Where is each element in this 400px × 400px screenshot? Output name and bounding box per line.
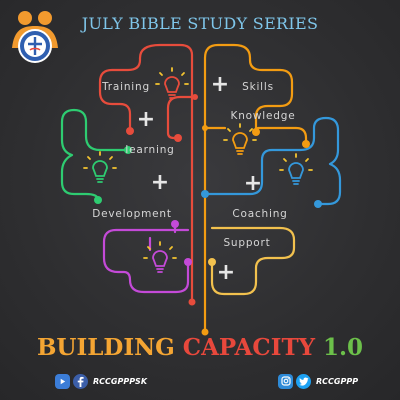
church-logo [12, 11, 58, 63]
series-title: JULY BIBLE STUDY SERIES [81, 14, 319, 33]
label-coaching: Coaching [232, 208, 288, 220]
lightbulb-icon [223, 123, 257, 155]
lightbulb-icon [143, 241, 177, 273]
label-knowledge: Knowledge [230, 110, 296, 122]
lightbulb-icon [279, 153, 313, 185]
left-middle-circuit [60, 108, 130, 202]
label-training: Training [102, 81, 150, 93]
instagram-icon[interactable] [278, 373, 293, 389]
headline-word-capacity: CAPACITY [182, 334, 315, 361]
plus-sign: + [151, 170, 169, 195]
left-top-circuit [98, 43, 197, 302]
lightbulb-icon [155, 67, 189, 99]
right-bottom-circuit [210, 226, 296, 296]
circuit-nodes [94, 94, 322, 336]
social-left: RCCGPPPSK [55, 370, 147, 392]
lightbulb-icon [83, 151, 117, 183]
right-middle-circuit [203, 116, 342, 206]
headline: BUILDING CAPACITY 1.0 [0, 334, 400, 362]
social-handle-right: RCCGPPP [316, 376, 359, 386]
social-handle-left: RCCGPPPSK [93, 376, 148, 386]
plus-sign: + [211, 72, 229, 97]
facebook-icon[interactable] [73, 373, 88, 389]
label-development: Development [92, 208, 172, 220]
headline-word-building: BUILDING [36, 334, 175, 361]
plus-sign: + [244, 171, 262, 196]
youtube-icon[interactable] [55, 373, 70, 389]
social-right: RCCGPPP [278, 370, 358, 392]
plus-sign: + [137, 107, 155, 132]
twitter-icon[interactable] [296, 373, 311, 389]
label-learning: learning [125, 144, 175, 156]
label-support: Support [223, 237, 271, 249]
label-skills: Skills [242, 81, 274, 93]
headline-version: 1.0 [323, 334, 364, 361]
right-top-circuit [203, 43, 308, 332]
plus-sign: + [217, 260, 235, 285]
